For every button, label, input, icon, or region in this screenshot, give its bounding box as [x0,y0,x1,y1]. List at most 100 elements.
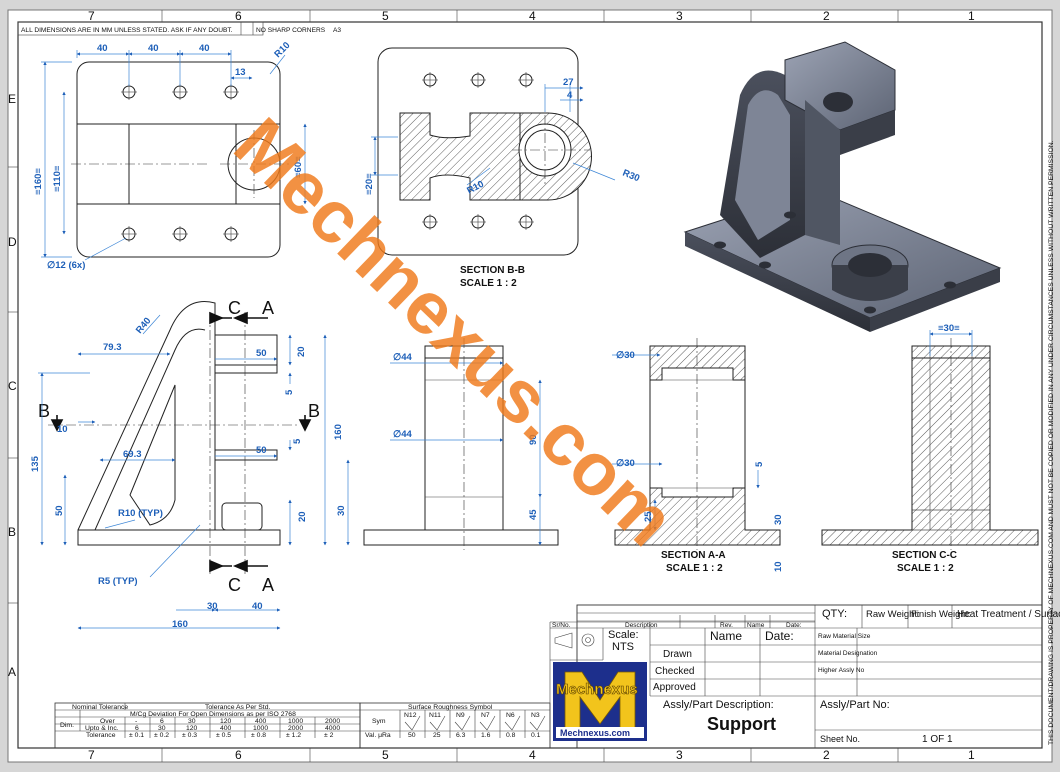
section-aa-title: SECTION A-A [661,550,726,561]
tol-upto-3: 400 [220,725,232,732]
tol-upto-1: 30 [158,725,166,732]
rough-grade-2: N9 [456,712,465,719]
tol-title-std: Tolerance As Per Std. [205,704,270,711]
rough-sym: Sym [372,718,386,725]
tol-over-1: 6 [160,718,164,725]
zone-bottom-6: 6 [235,748,242,762]
dim-20-b: 20 [297,511,308,522]
section-letter-a-top: A [262,298,274,318]
tb-scale-value: NTS [612,641,634,653]
tol-row-tolerance: Tolerance [86,732,116,739]
side-notice: THIS DOCUMENT/DRAWING IS PROPERTY OF MEC… [1048,140,1055,745]
rough-val: Val. μRa [365,732,391,739]
rough-grade-5: N3 [531,712,540,719]
zone-left-d: D [8,235,17,249]
tb-date-header: Date: [786,622,802,629]
zone-top-7: 7 [88,9,95,23]
tol-over-3: 120 [220,718,232,725]
section-cc-title: SECTION C-C [892,550,957,561]
mechnexus-logo: Mechnexus Mechnexus.com [553,662,647,741]
tol-val-3: ± 0.5 [216,732,231,739]
dim-50-b: 50 [256,445,267,456]
section-aa-view: ∅30 ∅30 25 5 30 10 SECTION A-A SCALE 1 :… [612,338,784,574]
tb-material: Material Designation [818,650,878,657]
zone-top-6: 6 [235,9,242,23]
section-letter-a-bottom: A [262,575,274,595]
zone-left-a: A [8,665,16,679]
projection-symbol-icon [554,632,595,649]
dim-50-a: 50 [256,348,267,359]
tb-part-name: Support [707,714,776,734]
zone-bottom-5: 5 [382,748,389,762]
tol-dim: Dim. [60,722,74,729]
dim-r5-typ: R5 (TYP) [98,576,138,587]
dim-110-vertical: ≡110≡ [52,165,63,192]
tol-row-over: Over [100,718,115,725]
dim-hole-6x: ∅12 (6x) [47,260,85,271]
section-bb-view: 27 4 ≡20≡ R10 R30 SECTION B-B SCALE 1 : … [364,47,641,289]
tb-raw-weight: Raw Weight: [866,609,920,620]
dim-90: 90 [528,434,539,445]
tol-val-2: ± 0.3 [182,732,197,739]
dim-dia30-a: ∅30 [616,350,635,361]
dim-160-vertical: ≡160≡ [33,168,44,195]
rough-grade-0: N12 [404,712,417,719]
section-cc-scale: SCALE 1 : 2 [897,563,954,574]
dim-27: 27 [563,77,574,88]
tol-title-nominal: Nominal Tolerance [72,704,128,711]
dim-4: 4 [567,90,573,101]
rough-val-2: 6.3 [456,732,466,739]
tb-srno: Sr/No. [552,622,571,629]
zone-top-3: 3 [676,9,683,23]
tb-description: Description [625,622,658,629]
tol-val-5: ± 1.2 [286,732,301,739]
tb-checked: Checked [655,666,694,677]
rough-val-0: 50 [408,732,416,739]
rough-title: Surface Roughness Symbol [408,704,493,711]
rough-grade-3: N7 [481,712,490,719]
tb-name-header: Name [747,622,765,629]
tol-over-4: 400 [255,718,267,725]
zone-top-2: 2 [823,9,830,23]
tb-assly-desc: Assly/Part Description: [663,699,774,711]
section-letter-b-left: B [38,401,50,421]
tol-upto-2: 120 [186,725,198,732]
tb-raw-material: Raw Material Size [818,633,871,640]
side-view: ∅44 ∅44 90 45 [363,338,559,550]
tol-row-upto: Upto & Inc. [85,725,119,732]
dim-10: 10 [57,424,68,435]
section-bb-scale: SCALE 1 : 2 [460,278,517,289]
dim-20-a: 20 [296,346,307,357]
dim-30-a: 30 [336,505,347,516]
section-bb-title: SECTION B-B [460,265,525,276]
isometric-3d-view [683,41,1002,332]
section-aa-scale: SCALE 1 : 2 [666,563,723,574]
dim-dia44-b: ∅44 [393,429,413,440]
dim-135: 135 [30,455,41,472]
dim-25: 25 [643,511,654,522]
tb-sheet-no: Sheet No. [820,734,860,744]
front-view: C A C A B B [30,298,350,630]
rough-val-3: 1.6 [481,732,491,739]
dim-dia30-b: ∅30 [616,458,635,469]
tol-subtitle: M/Cg Deviation For Open Dimensions as pe… [130,711,296,718]
dim-40-c: 40 [199,43,210,54]
tolerance-table: Nominal Tolerance Tolerance As Per Std. … [54,702,361,749]
dim-30-b: 30 [207,601,218,612]
tol-over-2: 30 [188,718,196,725]
rough-grade-4: N6 [506,712,515,719]
tb-qty: QTY: [822,608,847,620]
zone-top-4: 4 [529,9,536,23]
dim-45: 45 [528,509,539,520]
section-cc-view: ≡30≡ SECTION C-C SCALE 1 : 2 [821,323,1039,574]
tol-val-1: ± 0.2 [154,732,169,739]
header-sharp-corners: NO SHARP CORNERS [256,27,326,34]
tb-higher-assly: Higher Assly No [818,667,865,674]
title-block: Mechnexus Mechnexus.com QTY: Heat Treatm… [549,604,1060,749]
rough-val-5: 0.1 [531,732,541,739]
dim-60-vertical: ≡60≡ [293,156,304,178]
zone-bottom-1: 1 [968,748,975,762]
zone-bottom-4: 4 [529,748,536,762]
rough-grade-1: N11 [429,712,441,719]
